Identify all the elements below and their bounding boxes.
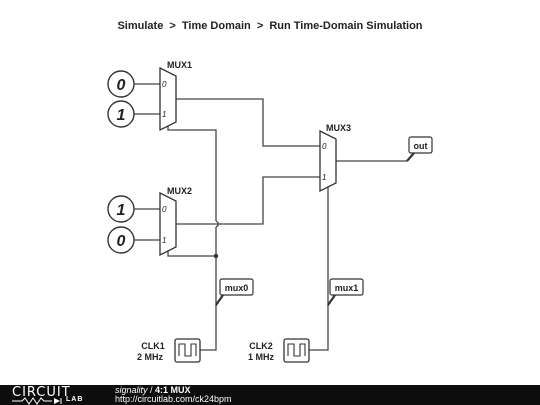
mux3-input0-label: 0	[322, 142, 327, 151]
wire	[215, 220, 220, 228]
probe-out-box	[408, 136, 433, 154]
mux2-input0-label: 0	[162, 205, 167, 214]
logo-text-bottom: LAB	[66, 396, 84, 403]
mux2-body	[159, 191, 177, 257]
clk2-name: CLK2	[249, 341, 273, 351]
probe-out-pin	[406, 152, 415, 162]
schematic-canvas[interactable]: Simulate > Time Domain > Run Time-Domain…	[0, 0, 540, 385]
meta-separator: /	[147, 385, 156, 395]
constant-source-circle	[107, 195, 135, 223]
circuit-title: 4:1 MUX	[155, 385, 191, 395]
clock-waveform-icon	[178, 343, 197, 357]
probe-mux1-box	[329, 278, 364, 296]
constant-value: 0	[117, 77, 126, 94]
resistor-squiggle-icon	[12, 397, 62, 405]
menu-item-simulate[interactable]: Simulate	[117, 20, 164, 32]
junction-dot	[213, 253, 219, 259]
probe-mux0-pin	[215, 294, 224, 306]
clock-clk2-box	[283, 338, 310, 363]
wire	[309, 180, 329, 351]
constant-source-circle	[107, 70, 135, 98]
mux3-name: MUX3	[326, 123, 351, 133]
clock-sources[interactable]: CLK1 2 MHz CLK2 1 MHz	[137, 338, 310, 363]
circuit-url[interactable]: http://circuitlab.com/ck24bpm	[115, 394, 232, 404]
menu-item-run-simulation[interactable]: Run Time-Domain Simulation	[269, 20, 423, 32]
probe-out-label: out	[414, 141, 428, 151]
wire	[176, 98, 320, 147]
clock-clk1-box	[174, 338, 201, 363]
author-name[interactable]: signality	[115, 385, 148, 395]
clock-waveform-icon	[287, 343, 306, 357]
mux3-input1-label: 1	[322, 173, 326, 182]
mux3-body	[319, 129, 337, 193]
constant-source-circle	[107, 226, 135, 254]
probe-mux0-box	[219, 278, 254, 296]
circuit-meta: signality / 4:1 MUX http://circuitlab.co…	[115, 386, 232, 404]
logo-text-top: CIRCUIT	[12, 385, 71, 400]
probe-mux1-label: mux1	[335, 283, 359, 293]
footer-bar: CIRCUIT LAB signality / 4:1 MUX http://c…	[0, 385, 540, 405]
wire	[200, 256, 217, 351]
menu-separator: >	[169, 20, 176, 32]
constant-value: 0	[117, 233, 126, 250]
constant-value: 1	[117, 202, 126, 219]
probe-mux0-label: mux0	[225, 283, 249, 293]
menu-path: Simulate > Time Domain > Run Time-Domain…	[0, 20, 540, 32]
menu-separator: >	[256, 20, 264, 32]
constant-sources[interactable]: 0 1 1 0	[107, 70, 135, 254]
mux2-input1-label: 1	[162, 236, 166, 245]
mux1-input1-label: 1	[162, 110, 166, 119]
mux2-name: MUX2	[167, 186, 192, 196]
clk1-name: CLK1	[141, 341, 165, 351]
mux1-name: MUX1	[167, 60, 192, 70]
schematic-svg: MUX1 0 1 MUX2 0 1 MUX3 0 1 0 1 1 0 out	[107, 60, 433, 363]
probe-mux1-pin	[327, 294, 336, 306]
circuitlab-logo[interactable]: CIRCUIT LAB	[12, 385, 96, 405]
mux1-input0-label: 0	[162, 80, 167, 89]
constant-value: 1	[117, 107, 126, 124]
wire	[176, 176, 320, 225]
menu-item-time-domain[interactable]: Time Domain	[181, 20, 251, 32]
constant-source-circle	[107, 100, 135, 128]
mux1-body	[159, 66, 177, 132]
probes[interactable]: out mux0 mux1	[215, 136, 433, 306]
clk1-frequency: 2 MHz	[137, 352, 164, 362]
mux-bodies[interactable]	[159, 66, 337, 257]
wire	[167, 247, 216, 257]
clk2-frequency: 1 MHz	[248, 352, 275, 362]
